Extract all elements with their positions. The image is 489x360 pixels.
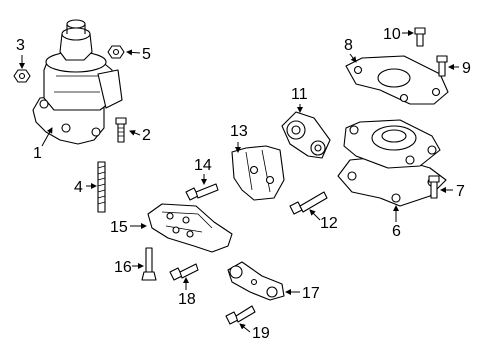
part-13-bracket: [231, 145, 285, 201]
svg-text:5: 5: [142, 46, 151, 63]
part-2-bolt: [115, 117, 127, 143]
callout-7: 7: [440, 183, 465, 200]
part-3-nut: [13, 69, 31, 83]
callout-11: 11: [291, 86, 308, 113]
callout-16: 16: [114, 259, 144, 276]
svg-text:14: 14: [194, 157, 212, 174]
part-7-bolt: [428, 175, 440, 199]
svg-text:1: 1: [33, 145, 42, 162]
part-4-stud: [97, 161, 106, 213]
svg-text:9: 9: [462, 60, 471, 77]
svg-text:6: 6: [392, 223, 401, 240]
callout-17: 17: [285, 285, 320, 302]
callout-19: 19: [239, 323, 270, 342]
svg-text:16: 16: [114, 259, 132, 276]
callout-4: 4: [74, 179, 97, 196]
callout-2: 2: [129, 127, 151, 144]
callout-8: 8: [344, 37, 357, 63]
svg-text:12: 12: [320, 215, 338, 232]
svg-text:10: 10: [383, 26, 401, 43]
callout-15: 15: [110, 219, 147, 236]
part-19-bolt: [225, 305, 256, 325]
svg-text:2: 2: [142, 127, 151, 144]
callout-3: 3: [16, 37, 25, 69]
part-10-bolt: [414, 27, 426, 47]
svg-text:19: 19: [252, 325, 270, 342]
svg-text:13: 13: [230, 123, 248, 140]
part-18-bolt: [169, 263, 199, 281]
svg-text:11: 11: [291, 86, 308, 103]
svg-text:17: 17: [302, 285, 320, 302]
callout-12: 12: [309, 209, 338, 232]
callout-6: 6: [392, 205, 401, 240]
callout-9: 9: [448, 60, 471, 77]
svg-text:18: 18: [178, 291, 196, 308]
svg-text:15: 15: [110, 219, 128, 236]
part-11-link: [281, 111, 331, 159]
callout-18: 18: [178, 277, 196, 308]
part-12-bolt: [289, 191, 328, 215]
callout-13: 13: [230, 123, 248, 153]
callout-5: 5: [126, 46, 151, 63]
part-14-bolt: [185, 183, 219, 201]
part-6-transmission-mount: [337, 119, 447, 207]
part-17-torque-rod: [227, 261, 285, 301]
part-1-engine-mount: [32, 19, 123, 145]
svg-text:3: 3: [16, 37, 25, 54]
callout-14: 14: [194, 157, 212, 185]
callout-1: 1: [33, 127, 53, 162]
part-8-bracket: [345, 55, 449, 105]
part-15-lower-bracket: [147, 203, 233, 253]
callout-10: 10: [383, 26, 414, 43]
part-5-nut: [107, 45, 125, 59]
svg-text:7: 7: [456, 183, 465, 200]
part-16-bolt: [141, 247, 157, 281]
part-9-bolt: [436, 55, 448, 77]
svg-text:4: 4: [74, 179, 83, 196]
svg-text:8: 8: [344, 37, 353, 54]
